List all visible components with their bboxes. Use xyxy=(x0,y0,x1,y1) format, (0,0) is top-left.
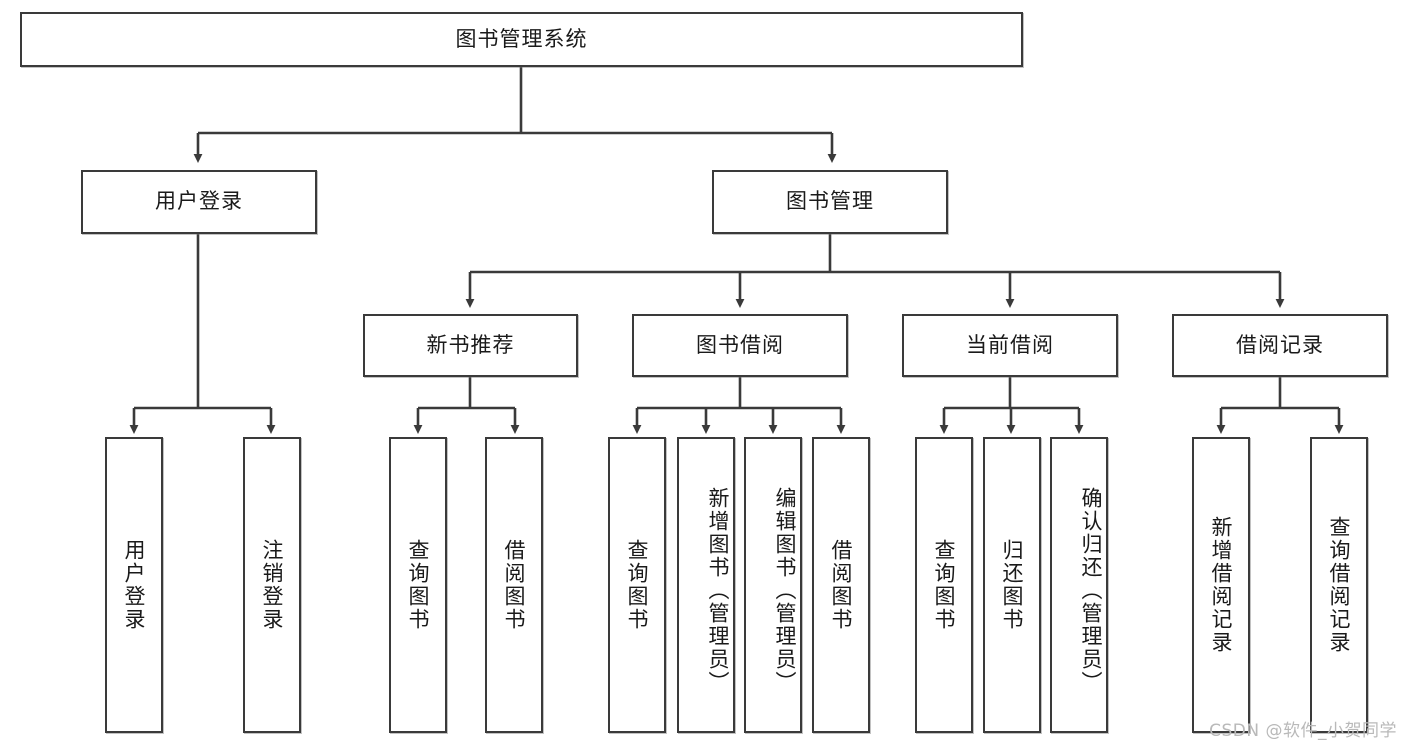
node-book-manage-label: 图书管理 xyxy=(786,189,874,214)
node-book-borrow-label: 图书借阅 xyxy=(696,332,784,357)
leaf-edit-book[interactable]: 编辑图书（管理员） xyxy=(744,437,802,733)
node-user-login[interactable]: 用户登录 xyxy=(81,170,317,234)
leaf-confirm-return[interactable]: 确认归还（管理员） xyxy=(1050,437,1108,733)
node-book-manage[interactable]: 图书管理 xyxy=(712,170,948,234)
node-root[interactable]: 图书管理系统 xyxy=(20,12,1023,67)
node-borrow-record[interactable]: 借阅记录 xyxy=(1172,314,1388,377)
leaf-borrow-book-1[interactable]: 借阅图书 xyxy=(485,437,543,733)
leaf-query-book-2-label: 查询图书 xyxy=(625,539,649,631)
leaf-add-record[interactable]: 新增借阅记录 xyxy=(1192,437,1250,733)
leaf-query-record-label: 查询借阅记录 xyxy=(1327,516,1351,654)
leaf-confirm-return-label: 确认归还（管理员） xyxy=(1079,486,1103,694)
leaf-query-record[interactable]: 查询借阅记录 xyxy=(1310,437,1368,733)
node-book-borrow[interactable]: 图书借阅 xyxy=(632,314,848,377)
node-borrow-record-label: 借阅记录 xyxy=(1236,332,1324,357)
leaf-return-book[interactable]: 归还图书 xyxy=(983,437,1041,733)
leaf-borrow-book-1-label: 借阅图书 xyxy=(502,539,526,631)
node-user-login-label: 用户登录 xyxy=(155,189,243,214)
leaf-add-book[interactable]: 新增图书（管理员） xyxy=(677,437,735,733)
leaf-logout-label: 注销登录 xyxy=(260,539,284,631)
leaf-user-login-label: 用户登录 xyxy=(122,539,146,631)
leaf-query-book-1-label: 查询图书 xyxy=(406,539,430,631)
leaf-user-login[interactable]: 用户登录 xyxy=(105,437,163,733)
node-current-borrow[interactable]: 当前借阅 xyxy=(902,314,1118,377)
node-new-book-recommend-label: 新书推荐 xyxy=(426,332,515,357)
leaf-borrow-book-2-label: 借阅图书 xyxy=(829,539,853,631)
node-root-label: 图书管理系统 xyxy=(455,26,588,51)
node-current-borrow-label: 当前借阅 xyxy=(966,332,1054,357)
leaf-return-book-label: 归还图书 xyxy=(1000,539,1024,631)
leaf-logout[interactable]: 注销登录 xyxy=(243,437,301,733)
node-new-book-recommend[interactable]: 新书推荐 xyxy=(363,314,578,377)
leaf-add-record-label: 新增借阅记录 xyxy=(1209,516,1233,654)
leaf-query-book-3-label: 查询图书 xyxy=(932,539,956,631)
leaf-borrow-book-2[interactable]: 借阅图书 xyxy=(812,437,870,733)
leaf-query-book-3[interactable]: 查询图书 xyxy=(915,437,973,733)
leaf-add-book-label: 新增图书（管理员） xyxy=(706,486,730,694)
leaf-query-book-2[interactable]: 查询图书 xyxy=(608,437,666,733)
leaf-query-book-1[interactable]: 查询图书 xyxy=(389,437,447,733)
csdn-watermark: CSDN @软件_小贺同学 xyxy=(1209,721,1397,741)
leaf-edit-book-label: 编辑图书（管理员） xyxy=(773,486,797,694)
